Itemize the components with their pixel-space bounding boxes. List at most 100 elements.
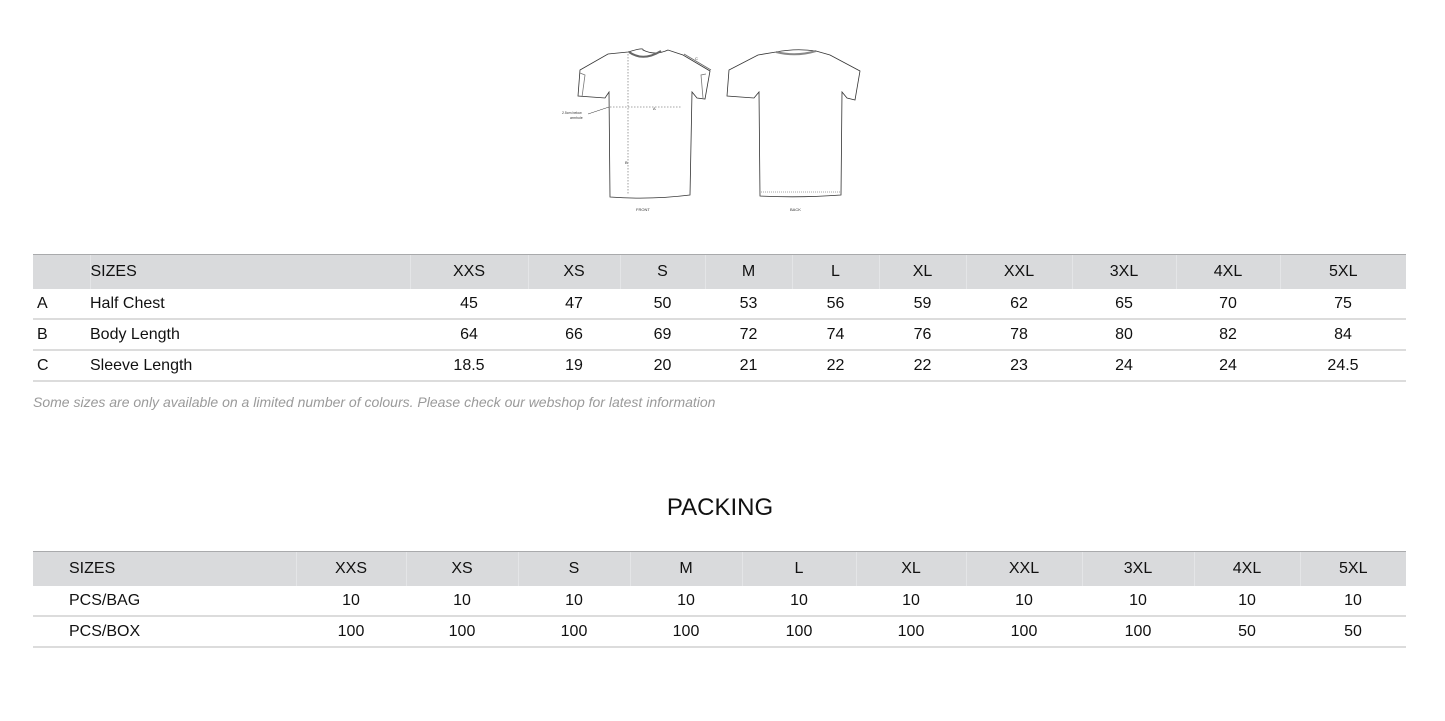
measure-value: 24 [1072,350,1176,382]
header-blank [33,254,90,289]
measure-value: 64 [410,319,528,351]
measure-value: 84 [1280,319,1406,351]
measure-value: 70 [1176,289,1280,320]
size-header: XXS [409,254,528,289]
tshirt-back [726,49,861,198]
measure-value: 45 [410,289,528,320]
size-header: XL [855,551,966,586]
packing-label: PCS/BAG [33,586,296,617]
size-header: 3XL [1071,254,1176,289]
packing-value: 10 [966,586,1082,617]
measure-letter: B [33,319,90,351]
sizes-header: SIZES [33,551,296,586]
measure-value: 72 [705,319,792,351]
packing-value: 100 [966,616,1082,648]
measure-value: 50 [620,289,705,320]
packing-value: 50 [1300,616,1406,648]
size-header: XXL [965,551,1082,586]
measure-c-label: C [695,56,698,61]
measure-label: Half Chest [90,289,410,320]
measure-value: 78 [966,319,1072,351]
measure-value: 24 [1176,350,1280,382]
size-header: L [741,551,856,586]
measure-value: 80 [1072,319,1176,351]
measure-value: 75 [1280,289,1406,320]
packing-title: PACKING [666,494,774,521]
packing-value: 100 [1082,616,1194,648]
packing-table: SIZES XXS XS S M L XL XXL 3XL 4XL 5XL PC… [33,551,1406,648]
size-header: 4XL [1175,254,1280,289]
back-label: BACK [790,207,801,212]
packing-value: 10 [518,586,630,617]
packing-value: 10 [1300,586,1406,617]
packing-value: 100 [856,616,966,648]
measure-value: 69 [620,319,705,351]
measure-value: 53 [705,289,792,320]
size-header: S [619,254,705,289]
measure-value: 74 [792,319,879,351]
packing-value: 50 [1194,616,1300,648]
availability-note: Some sizes are only available on a limit… [33,394,716,410]
packing-label: PCS/BOX [33,616,296,648]
measure-label: Body Length [90,319,410,351]
measure-value: 24.5 [1280,350,1406,382]
size-header: M [629,551,742,586]
sizes-header: SIZES [89,254,410,289]
packing-value: 10 [406,586,518,617]
measure-value: 22 [792,350,879,382]
measure-value: 19 [528,350,620,382]
size-header: 4XL [1193,551,1300,586]
measure-value: 59 [879,289,966,320]
size-header: XS [405,551,518,586]
size-header: L [791,254,879,289]
measure-value: 22 [879,350,966,382]
front-label: FRONT [636,207,650,212]
measure-value: 56 [792,289,879,320]
measure-value: 20 [620,350,705,382]
tshirt-front [577,48,712,199]
measure-value: 76 [879,319,966,351]
measure-value: 65 [1072,289,1176,320]
size-header: S [517,551,630,586]
packing-value: 100 [630,616,742,648]
size-header: 5XL [1279,254,1406,289]
measure-value: 66 [528,319,620,351]
packing-value: 100 [518,616,630,648]
size-header: XL [878,254,966,289]
packing-header-row: SIZES XXS XS S M L XL XXL 3XL 4XL 5XL [33,551,1406,586]
measure-label: Sleeve Length [90,350,410,382]
measure-letter: C [33,350,90,382]
measure-value: 18.5 [410,350,528,382]
packing-value: 10 [630,586,742,617]
measure-value: 23 [966,350,1072,382]
packing-value: 10 [742,586,856,617]
size-header: XXS [295,551,406,586]
size-header: 3XL [1081,551,1194,586]
size-header: XS [527,254,620,289]
packing-value: 10 [296,586,406,617]
packing-value: 10 [1194,586,1300,617]
measure-value: 21 [705,350,792,382]
packing-value: 100 [406,616,518,648]
size-header: XXL [965,254,1072,289]
size-header-row: SIZES XXS XS S M L XL XXL 3XL 4XL 5XL [33,254,1406,289]
packing-value: 100 [296,616,406,648]
measure-b-label: B [625,160,628,165]
size-header: M [704,254,792,289]
measure-value: 82 [1176,319,1280,351]
measure-value: 62 [966,289,1072,320]
packing-value: 100 [742,616,856,648]
measure-letter: A [33,289,90,320]
packing-value: 10 [1082,586,1194,617]
measure-a-label: A [653,106,656,111]
packing-value: 10 [856,586,966,617]
size-header: 5XL [1299,551,1406,586]
